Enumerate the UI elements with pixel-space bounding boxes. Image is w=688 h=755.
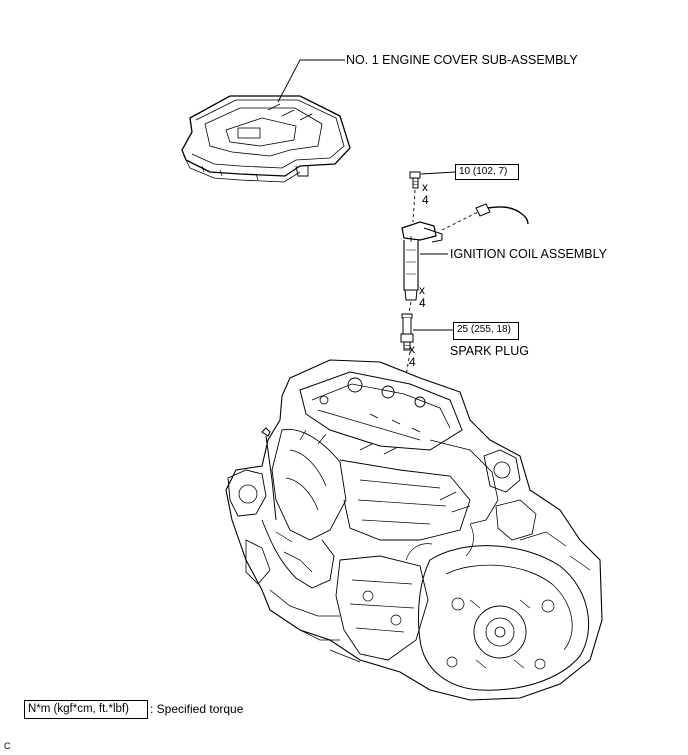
coil-quantity: x 4 [419,284,426,310]
bolt-torque-box: 10 (102, 7) [455,164,519,180]
bolt-alignment-line [412,189,416,223]
plug-quantity-x: x [409,342,415,356]
plug-alignment-line [408,301,412,313]
coil-quantity-n: 4 [419,296,426,310]
engine-cover-label: NO. 1 ENGINE COVER SUB-ASSEMBLY [346,53,578,67]
engine-transaxle-drawing [225,359,603,701]
plug-quantity-n: 4 [409,355,416,369]
bolt-quantity-n: 4 [422,193,429,207]
illustration-code: C [4,741,11,751]
bolt-quantity: x 4 [422,181,429,207]
bolt-drawing [409,171,421,189]
torque-legend-box: N*m (kgf*cm, ft.*lbf) [24,700,148,719]
bolt-torque-leader [420,171,456,175]
ignition-coil-label: IGNITION COIL ASSEMBLY [450,247,607,261]
ignition-coil-drawing [401,221,443,301]
wire-harness-connector-drawing [475,203,529,225]
engine-cover-drawing [181,95,351,183]
spark-plug-drawing [400,313,414,351]
torque-legend-text: : Specified torque [150,702,244,716]
coil-quantity-x: x [419,283,425,297]
engine-cover-leader [277,59,345,103]
bolt-quantity-x: x [422,180,428,194]
spark-plug-torque-box: 25 (255, 18) [453,322,519,340]
spark-plug-label: SPARK PLUG [450,344,529,358]
plug-quantity: x 4 [409,343,416,369]
coil-connector-alignment-line [441,211,479,231]
